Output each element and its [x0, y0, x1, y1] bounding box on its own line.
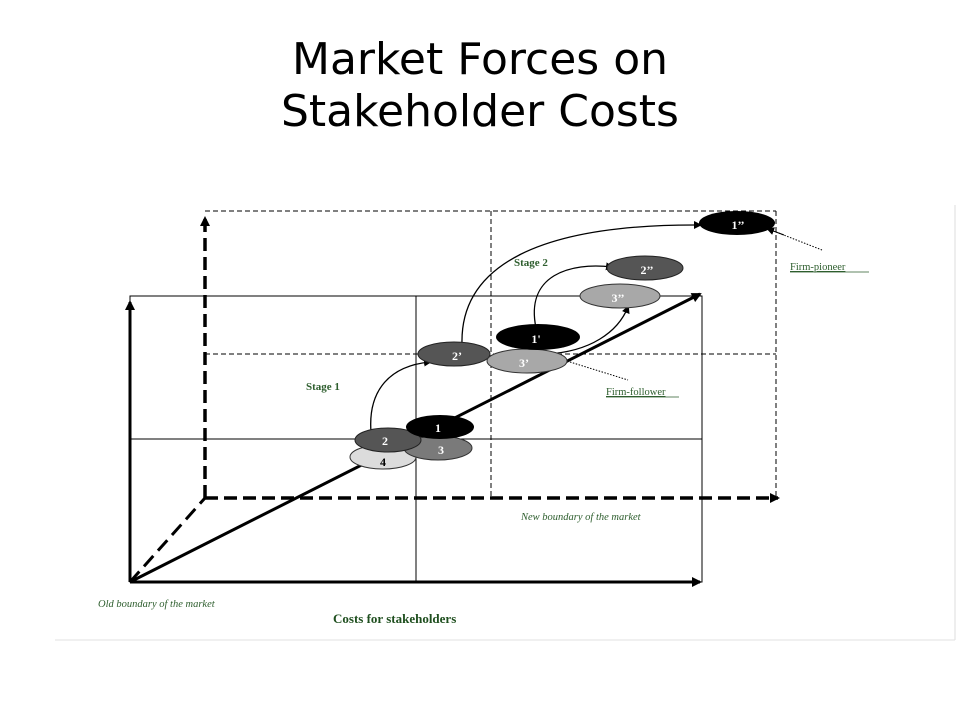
- new-boundary-label: New boundary of the market: [520, 512, 642, 523]
- arrow-stage1-to-2prime: [370, 358, 432, 433]
- slide-title: Market Forces on Stakeholder Costs: [0, 34, 960, 138]
- node-1-prime-label: 1': [531, 332, 540, 346]
- arrow-1prime-to-2pp: [533, 262, 614, 329]
- firm-follower-pointer: [569, 361, 629, 381]
- node-3-label: 3: [438, 443, 444, 457]
- firm-pioneer-pointer-arrow: [766, 227, 785, 236]
- new-market-box: [205, 210, 777, 498]
- node-1-label: 1: [435, 421, 441, 435]
- title-line-2: Stakeholder Costs: [281, 86, 679, 137]
- node-2-double-prime-label: 2’’: [640, 263, 653, 277]
- diagram-labels: Stage 1 Stage 2 Costs for stakeholders O…: [98, 257, 869, 626]
- node-2-prime-label: 2’: [452, 349, 462, 363]
- title-line-1: Market Forces on: [292, 34, 668, 85]
- node-2-label: 2: [382, 434, 388, 448]
- node-2: [354, 427, 422, 453]
- node-3-double-prime: [579, 283, 661, 309]
- node-1-double-prime: [699, 211, 775, 235]
- stage1-label: Stage 1: [306, 381, 340, 393]
- stage2-nodes: 2’ 3’ 1' 3’’ 2’’ 1’’: [417, 211, 775, 374]
- firm-follower-label: Firm-follower: [606, 387, 666, 398]
- old-boundary-label: Old boundary of the market: [98, 599, 216, 610]
- node-2-double-prime: [606, 255, 684, 281]
- firm-pioneer-pointer: [775, 231, 823, 251]
- firm-pioneer-label: Firm-pioneer: [790, 262, 846, 273]
- node-3-prime-label: 3’: [519, 356, 529, 370]
- node-3-double-prime-label: 3’’: [611, 291, 624, 305]
- node-1-prime: [496, 324, 580, 350]
- stage1-nodes: 4 3 2 1: [349, 415, 474, 470]
- x-axis-label: Costs for stakeholders: [333, 611, 456, 626]
- depth-dashed-diagonal: [128, 497, 207, 583]
- node-1-double-prime-label: 1’’: [731, 218, 744, 232]
- node-4-label: 4: [380, 455, 386, 469]
- arrow-2prime-to-1pp: [461, 220, 702, 345]
- stage2-label: Stage 2: [514, 257, 548, 269]
- node-2-prime: [417, 341, 491, 367]
- node-1: [406, 415, 474, 439]
- arrow-3prime-to-3pp: [545, 305, 630, 355]
